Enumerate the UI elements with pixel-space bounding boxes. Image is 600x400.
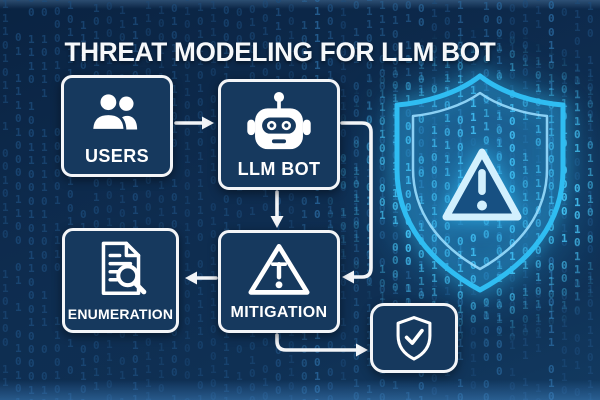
edge-llmbot-mitigation-loop [340,121,373,279]
robot-icon [221,82,337,160]
node-mitigation-label: MITIGATION [230,304,328,321]
node-users-label: USERS [84,146,149,166]
shield-alert-icon [394,73,566,293]
edge-mitigation-verified [275,333,358,352]
node-users: USERS [61,75,173,177]
node-enumeration-label: ENUMERATION [67,306,174,322]
users-icon [64,78,170,147]
node-enumeration: ENUMERATION [62,228,179,333]
shield-check-icon [373,306,455,370]
page-title: THREAT MODELING FOR LLM BOT [64,37,496,68]
node-llm-bot: LLM BOT [218,79,340,190]
warning-triangle-icon [442,148,522,221]
node-mitigation: MITIGATION [218,230,340,333]
warning-triangle-icon [221,233,337,305]
node-verified [370,303,458,373]
document-search-icon [65,231,176,307]
arrowheads [185,116,368,357]
node-llm-bot-label: LLM BOT [237,159,321,179]
